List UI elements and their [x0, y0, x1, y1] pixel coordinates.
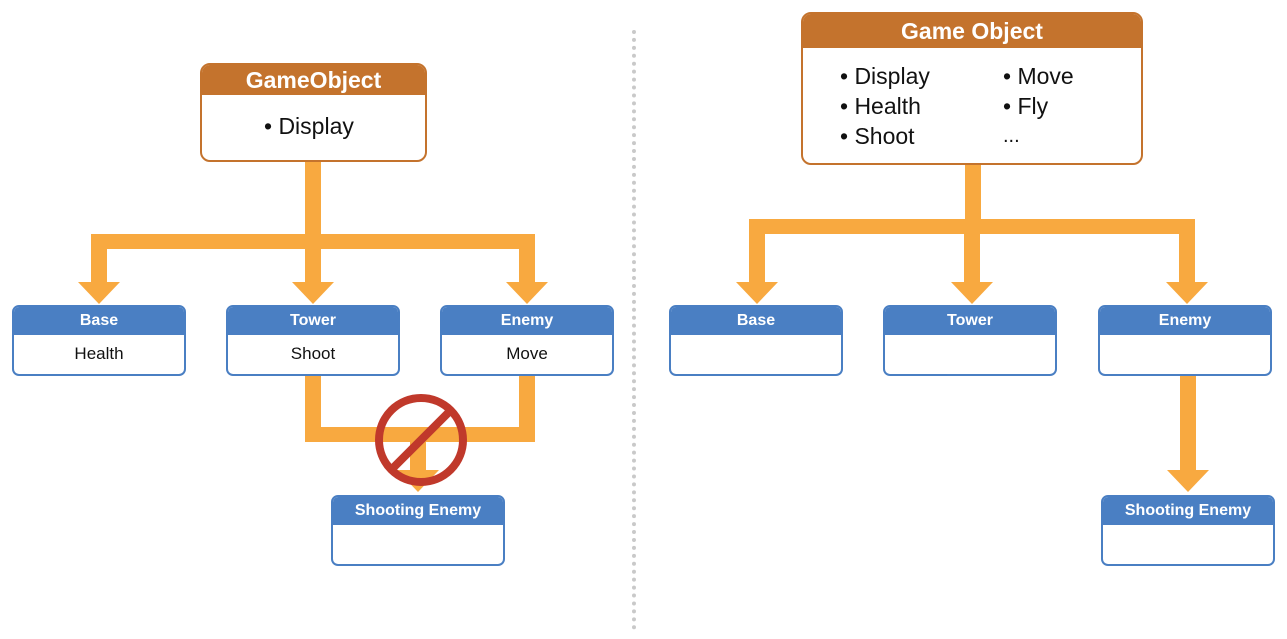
right-root-title: Game Object — [803, 14, 1141, 48]
right-feature-move: • Move — [1003, 63, 1074, 89]
right-drop-tower — [964, 219, 980, 284]
right-enemy-box: Enemy — [1098, 305, 1272, 376]
right-drop-enemy — [1179, 219, 1195, 284]
right-feature-fly: • Fly — [1003, 93, 1049, 119]
right-enemy-down — [1180, 376, 1196, 472]
right-root-box: Game Object • Display • Health • Shoot •… — [801, 12, 1143, 165]
right-base-title: Base — [671, 307, 841, 335]
prohibited-icon — [375, 394, 467, 486]
right-arrowhead-shooting — [1167, 470, 1209, 492]
left-arrowhead-tower — [292, 282, 334, 304]
right-base-box: Base — [669, 305, 843, 376]
right-feature-shoot: • Shoot — [840, 123, 915, 149]
right-feature-health: • Health — [840, 93, 921, 119]
left-tree-arrows — [78, 160, 548, 492]
right-tower-body — [885, 335, 1055, 373]
left-root-box: GameObject • Display — [200, 63, 427, 162]
left-drop-tower — [305, 234, 321, 284]
left-enemy-down — [519, 376, 535, 442]
right-drop-base — [749, 219, 765, 284]
left-root-feature-display: • Display — [264, 113, 354, 139]
right-arrowhead-base — [736, 282, 778, 304]
right-arrowhead-tower — [951, 282, 993, 304]
right-feature-display: • Display — [840, 63, 930, 89]
left-base-box: Base Health — [12, 305, 186, 376]
right-shooting-enemy-box: Shooting Enemy — [1101, 495, 1275, 566]
right-tower-title: Tower — [885, 307, 1055, 335]
left-tower-down — [305, 376, 321, 442]
right-tree-arrows — [736, 165, 1209, 492]
left-arrowhead-base — [78, 282, 120, 304]
left-enemy-body: Move — [506, 344, 548, 363]
left-arrowhead-enemy — [506, 282, 548, 304]
left-shooting-enemy-title: Shooting Enemy — [333, 497, 503, 525]
right-arrowhead-enemy — [1166, 282, 1208, 304]
left-tower-box: Tower Shoot — [226, 305, 400, 376]
left-enemy-title: Enemy — [442, 307, 612, 335]
left-shooting-enemy-body — [333, 525, 503, 563]
left-root-stem — [305, 160, 321, 244]
right-tower-box: Tower — [883, 305, 1057, 376]
left-drop-base — [91, 234, 107, 284]
left-base-body: Health — [74, 344, 124, 363]
right-root-stem — [965, 165, 981, 233]
left-shooting-enemy-box: Shooting Enemy — [331, 495, 505, 566]
right-enemy-body — [1100, 335, 1270, 373]
right-feature-more: ... — [1003, 125, 1020, 147]
panel-divider — [632, 30, 636, 630]
left-tower-body: Shoot — [290, 344, 336, 363]
right-enemy-title: Enemy — [1100, 307, 1270, 335]
left-drop-enemy — [519, 234, 535, 284]
left-base-title: Base — [14, 307, 184, 335]
left-root-title: GameObject — [202, 65, 425, 95]
left-tower-title: Tower — [228, 307, 398, 335]
right-shooting-enemy-body — [1103, 525, 1273, 563]
right-base-body — [671, 335, 841, 373]
left-enemy-box: Enemy Move — [440, 305, 614, 376]
right-shooting-enemy-title: Shooting Enemy — [1103, 497, 1273, 525]
